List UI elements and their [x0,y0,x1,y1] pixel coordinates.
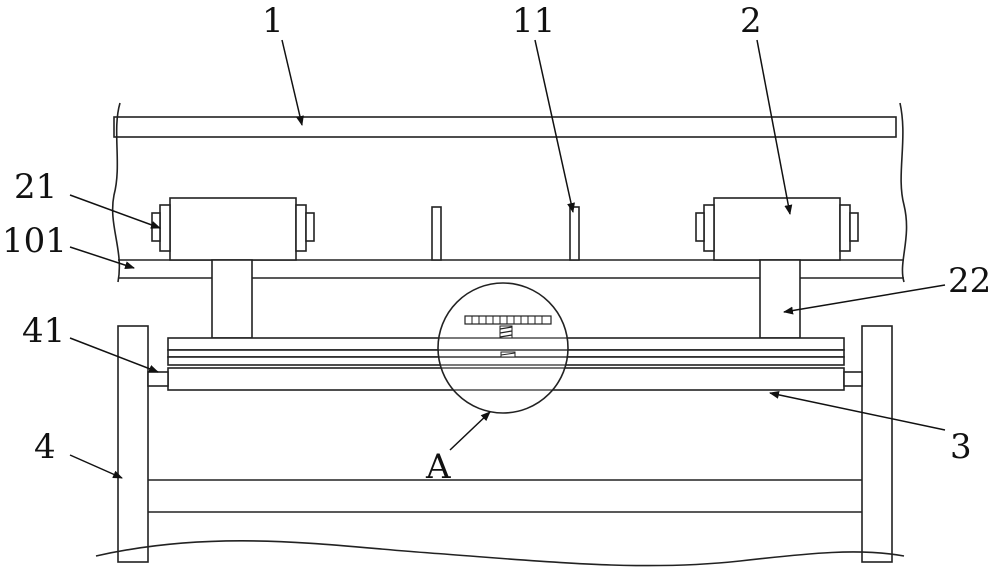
label-22: 22 [948,261,991,301]
label-11: 11 [512,1,555,41]
leader-lines [69,39,946,479]
right-slider-block [695,197,859,261]
right-break-line [899,102,908,283]
right-post [861,325,893,563]
label-41: 41 [22,311,65,351]
pin-right [569,206,580,261]
label-101: 101 [2,221,67,261]
label-3: 3 [950,427,972,467]
detail-circle-a [437,282,569,414]
label-21: 21 [14,167,57,207]
right-connector [759,259,801,339]
label-2: 2 [740,1,762,41]
left-break-line [111,102,121,283]
label-4: 4 [34,427,56,467]
label-1: 1 [262,1,284,41]
pin-left [431,206,442,261]
label-a: A [425,447,451,487]
lower-beam [148,479,862,513]
bottom-break-line [95,540,905,567]
left-connector [211,259,253,339]
left-slider-block [151,197,315,261]
top-plate [113,116,897,138]
left-post [117,325,149,563]
